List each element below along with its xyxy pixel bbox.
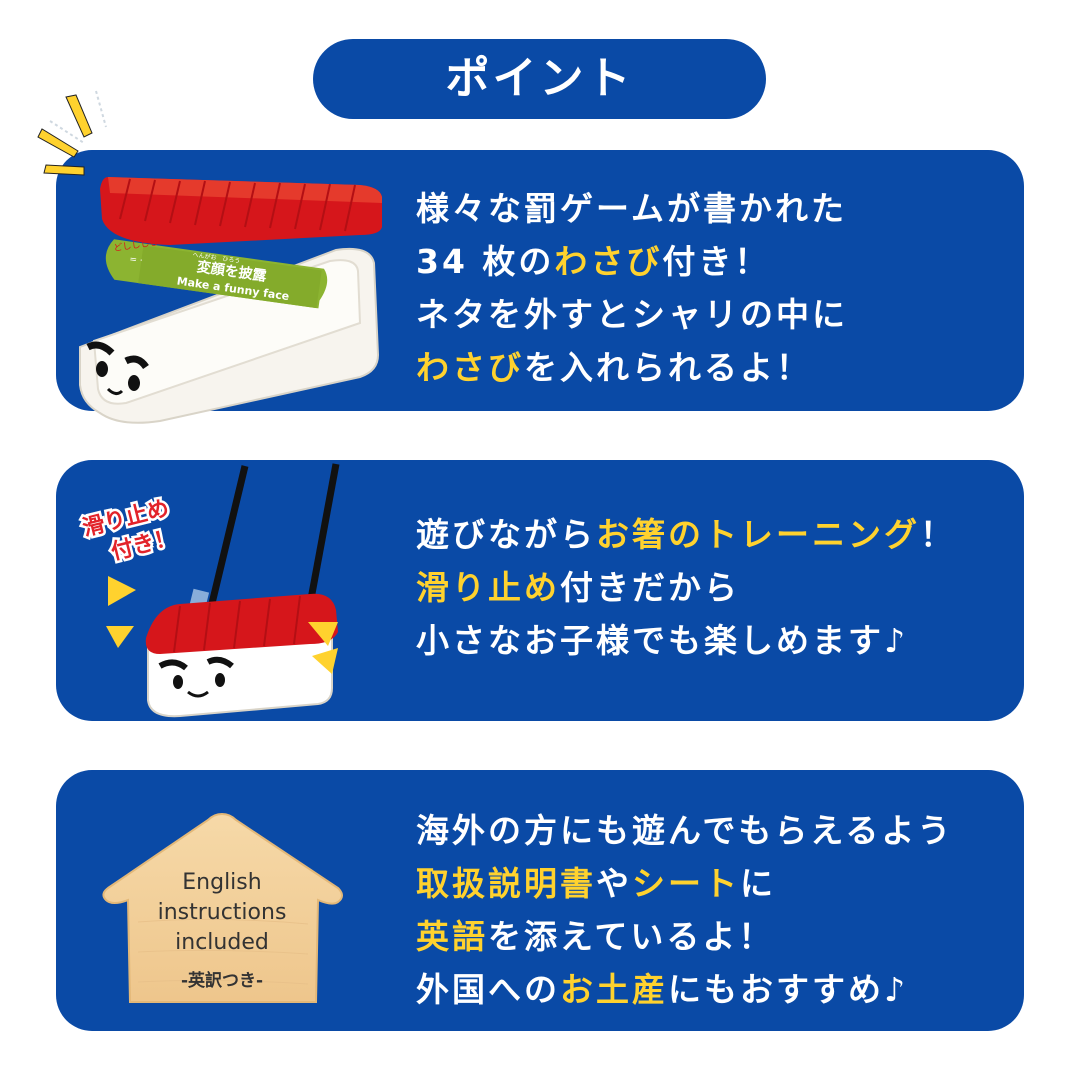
red-lid — [100, 177, 382, 245]
english-house-sign: English instructions included -英訳つき- — [98, 812, 346, 1008]
page-title: ポイント — [313, 39, 766, 119]
sushi-piece — [145, 593, 338, 718]
house-line3: included — [175, 930, 269, 955]
highlight-text: 取扱説明書 — [416, 864, 596, 903]
point-line: 様々な罰ゲームが書かれた — [416, 182, 848, 235]
body-text: 付き！ — [662, 242, 771, 281]
body-text: ！ — [920, 515, 956, 554]
body-text: 小さなお子様でも楽しめます♪ — [416, 621, 909, 660]
point-line: ネタを外すとシャリの中に — [416, 288, 848, 341]
highlight-text: お土産 — [560, 970, 668, 1009]
house-line1: English — [182, 870, 262, 895]
highlight-text: シート — [632, 864, 740, 903]
body-text: 付きだから — [560, 568, 740, 607]
point-text: 遊びながらお箸のトレーニング！滑り止め付きだから小さなお子様でも楽しめます♪ — [416, 508, 956, 667]
sushi-box-illustration: = · へんがお ひろう 変顔を披露 Make a funny face どしし… — [37, 90, 382, 424]
point-line: 取扱説明書やシートに — [416, 857, 953, 910]
highlight-text: 滑り止め — [416, 568, 560, 607]
body-text: 海外の方にも遊んでもらえるよう — [416, 811, 954, 850]
sushi-face-icon — [158, 656, 234, 698]
point-line: 外国へのお土産にもおすすめ♪ — [416, 963, 953, 1016]
house-sub: -英訳つき- — [180, 971, 264, 991]
highlight-text: わさび — [554, 242, 663, 281]
point-line: 英語を添えているよ！ — [416, 910, 953, 963]
svg-text:= ·: = · — [129, 255, 144, 267]
body-text: や — [596, 864, 632, 903]
wasabi-penalty-card: = · へんがお ひろう 変顔を披露 Make a funny face — [105, 239, 328, 309]
body-text: にもおすすめ♪ — [668, 970, 909, 1009]
body-text: ネタを外すとシャリの中に — [416, 295, 848, 334]
sparkle-icon — [106, 576, 338, 674]
highlight-text: わさび — [416, 348, 524, 387]
sushi-face-icon — [86, 341, 149, 396]
body-text: 34 枚の — [416, 242, 555, 281]
point-text: 海外の方にも遊んでもらえるよう取扱説明書やシートに英語を添えているよ！外国へのお… — [416, 804, 953, 1016]
house-line2: instructions — [157, 900, 287, 925]
body-text: 様々な罰ゲームが書かれた — [416, 189, 848, 228]
point-line: 遊びながらお箸のトレーニング！ — [416, 508, 956, 561]
sparkle-icon — [37, 94, 93, 176]
point-line: 海外の方にも遊んでもらえるよう — [416, 804, 953, 857]
point-line: 滑り止め付きだから — [416, 561, 956, 614]
body-text: 外国への — [416, 970, 560, 1009]
body-text: 遊びながら — [416, 515, 596, 554]
body-text: を入れられるよ！ — [524, 348, 812, 387]
point-line: 34 枚のわさび付き！ — [416, 235, 848, 288]
body-text: に — [740, 864, 776, 903]
highlight-text: 英語 — [416, 917, 488, 956]
chopsticks-sushi-illustration: 滑り止め 付き！ — [78, 463, 340, 718]
highlight-text: お箸のトレーニング — [596, 515, 920, 554]
point-line: わさびを入れられるよ！ — [416, 341, 848, 394]
body-text: を添えているよ！ — [488, 917, 775, 956]
point-line: 小さなお子様でも楽しめます♪ — [416, 614, 956, 667]
non-slip-badge: 滑り止め 付き！ — [78, 493, 182, 567]
